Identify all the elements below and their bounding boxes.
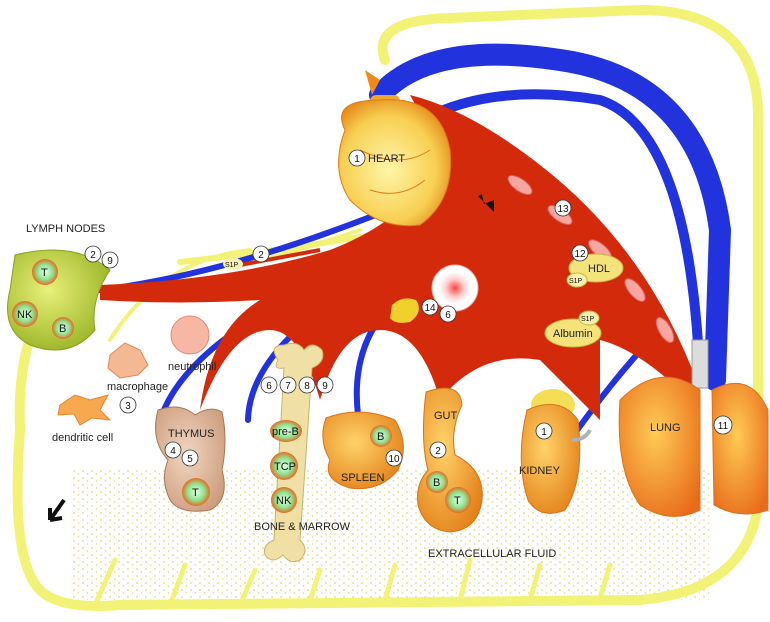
arrow-black-icon [50, 500, 64, 520]
nk-cell-label: NK [17, 309, 33, 321]
svg-text:10: 10 [388, 454, 400, 465]
svg-text:6: 6 [445, 310, 451, 321]
t-cell-label: T [41, 267, 48, 279]
svg-text:4: 4 [170, 446, 176, 457]
albumin-label: Albumin [553, 328, 593, 340]
dendritic-cell-label: dendritic cell [52, 432, 113, 444]
svg-text:7: 7 [285, 381, 291, 392]
pre-b-label: pre-B [272, 426, 299, 438]
svg-text:2: 2 [90, 250, 96, 261]
nk-cell-label: NK [276, 495, 292, 507]
hdl-label: HDL [588, 263, 610, 275]
svg-text:14: 14 [424, 303, 436, 314]
svg-text:13: 13 [557, 204, 569, 215]
arrow-white-icon [498, 112, 524, 132]
svg-text:1: 1 [541, 427, 547, 438]
extracellular-fluid-label: EXTRACELLULAR FLUID [428, 548, 556, 560]
svg-text:6: 6 [266, 381, 272, 392]
heart-label: HEART [368, 153, 405, 165]
svg-text:11: 11 [718, 421, 729, 432]
neutrophil-label: neutrophil [168, 361, 216, 373]
svg-text:2: 2 [435, 446, 441, 457]
lymph-nodes-label: LYMPH NODES [26, 223, 105, 235]
svg-text:9: 9 [322, 381, 328, 392]
t-cell-label: T [454, 495, 461, 507]
b-cell-label: B [433, 477, 440, 489]
t-cell-label: T [192, 487, 199, 499]
spleen-label: SPLEEN [341, 472, 384, 484]
b-cell-label: B [377, 431, 384, 443]
kidney-label: KIDNEY [519, 465, 561, 477]
tcp-label: TCP [274, 461, 296, 473]
svg-text:12: 12 [574, 249, 586, 260]
s1p-label: S1P [581, 316, 595, 323]
bone-marrow-label: BONE & MARROW [254, 521, 351, 533]
svg-text:8: 8 [304, 381, 310, 392]
lung-organ [619, 340, 768, 516]
platelet [432, 265, 478, 311]
dendritic-cell [58, 395, 110, 425]
s1p-label: S1P [225, 262, 239, 269]
svg-text:5: 5 [187, 454, 193, 465]
svg-text:3: 3 [125, 401, 131, 412]
macrophage-cell [108, 343, 148, 378]
s1p-label: S1P [569, 278, 583, 285]
macrophage-label: macrophage [107, 381, 168, 393]
b-cell-label: B [59, 323, 66, 335]
neutrophil-cell [171, 316, 209, 354]
svg-text:9: 9 [107, 256, 113, 267]
svg-text:2: 2 [258, 250, 264, 261]
gut-label: GUT [434, 410, 458, 422]
thymus-label: THYMUS [168, 428, 214, 440]
lung-label: LUNG [650, 422, 681, 434]
svg-text:1: 1 [354, 154, 360, 165]
